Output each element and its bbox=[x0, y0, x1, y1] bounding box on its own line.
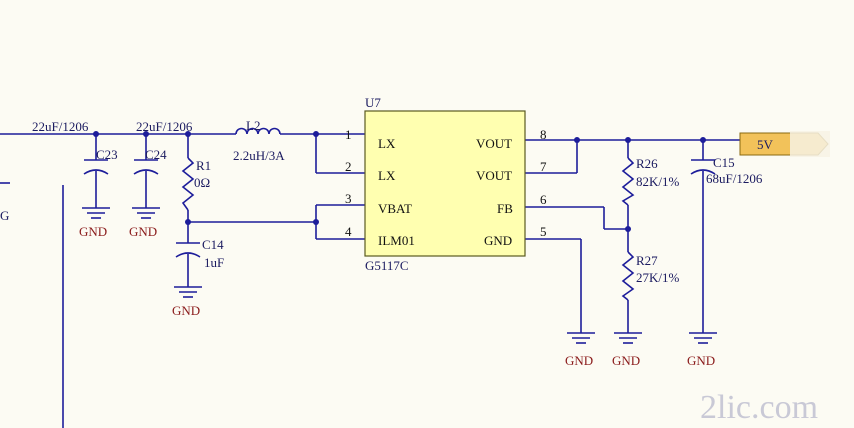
gnd-symbol-c15 bbox=[689, 332, 717, 344]
gnd-labels: GND GND GND GND GND GND bbox=[79, 224, 715, 368]
capacitor-c14[interactable] bbox=[175, 242, 201, 258]
port-5v-label: 5V bbox=[757, 137, 774, 152]
junctions bbox=[93, 131, 706, 232]
gnd-label-c24: GND bbox=[129, 224, 157, 239]
pin1-number: 1 bbox=[345, 127, 352, 142]
pin4-number: 4 bbox=[345, 224, 352, 239]
pin2-name: LX bbox=[378, 168, 396, 183]
r27-label: R27 bbox=[636, 253, 658, 268]
pin8-number: 8 bbox=[540, 127, 547, 142]
gnd-label-c14: GND bbox=[172, 303, 200, 318]
pin8-name: VOUT bbox=[476, 136, 512, 151]
gnd-symbol-pin5 bbox=[567, 332, 595, 344]
l2-value-label: 2.2uH/3A bbox=[233, 148, 285, 163]
pin7-name: VOUT bbox=[476, 168, 512, 183]
resistor-r1[interactable] bbox=[181, 157, 195, 211]
gnd-label-r27: GND bbox=[612, 353, 640, 368]
pin7-number: 7 bbox=[540, 159, 547, 174]
c24-label: C24 bbox=[145, 147, 167, 162]
resistor-r27[interactable] bbox=[621, 251, 635, 301]
r26-value-label: 82K/1% bbox=[636, 174, 680, 189]
r1-label: R1 bbox=[196, 158, 211, 173]
capacitor-c24[interactable] bbox=[133, 159, 159, 175]
pin6-number: 6 bbox=[540, 192, 547, 207]
gnd-symbol-c24 bbox=[132, 207, 160, 219]
port-5v[interactable] bbox=[739, 131, 830, 157]
pin3-name: VBAT bbox=[378, 201, 412, 216]
pin4-name: ILM01 bbox=[378, 233, 415, 248]
c14-label: C14 bbox=[202, 237, 224, 252]
component-labels: 22uF/1206 22uF/1206 C23 C24 R1 0Ω L2 2.2… bbox=[0, 95, 774, 285]
r1-value-label: 0Ω bbox=[194, 175, 210, 190]
c15-label: C15 bbox=[713, 155, 735, 170]
ground-symbols bbox=[82, 207, 717, 344]
capacitor-c15[interactable] bbox=[690, 159, 716, 175]
c23-value-label: 22uF/1206 bbox=[32, 119, 89, 134]
gnd-symbol-c23 bbox=[82, 207, 110, 219]
c14-value-label: 1uF bbox=[204, 255, 224, 270]
chip-part-label: G5117C bbox=[365, 258, 409, 273]
resistor-r26[interactable] bbox=[621, 157, 635, 206]
pin-labels: 1 LX 2 LX 3 VBAT 4 ILM01 8 VOUT 7 VOUT 6… bbox=[345, 127, 547, 248]
pin3-number: 3 bbox=[345, 191, 352, 206]
pin5-name: GND bbox=[484, 233, 512, 248]
l2-label: L2 bbox=[246, 118, 260, 133]
watermark: 2lic.com bbox=[700, 389, 818, 426]
c23-label: C23 bbox=[96, 147, 118, 162]
pin6-name: FB bbox=[497, 201, 513, 216]
gnd-label-c23: GND bbox=[79, 224, 107, 239]
pin2-number: 2 bbox=[345, 159, 352, 174]
c24-value-label: 22uF/1206 bbox=[136, 119, 193, 134]
gnd-symbol-r27 bbox=[614, 332, 642, 344]
capacitor-c23[interactable] bbox=[83, 159, 109, 175]
left-g-label: G bbox=[0, 208, 9, 223]
pin1-name: LX bbox=[378, 136, 396, 151]
ic-u7[interactable] bbox=[364, 110, 526, 257]
pin5-number: 5 bbox=[540, 224, 547, 239]
inductor-l2[interactable] bbox=[235, 127, 281, 135]
gnd-label-c15: GND bbox=[687, 353, 715, 368]
gnd-symbol-c14 bbox=[174, 286, 202, 298]
r26-label: R26 bbox=[636, 156, 658, 171]
c15-value-label: 68uF/1206 bbox=[706, 171, 763, 186]
r27-value-label: 27K/1% bbox=[636, 270, 680, 285]
gnd-label-pin5: GND bbox=[565, 353, 593, 368]
u7-designator: U7 bbox=[365, 95, 381, 110]
